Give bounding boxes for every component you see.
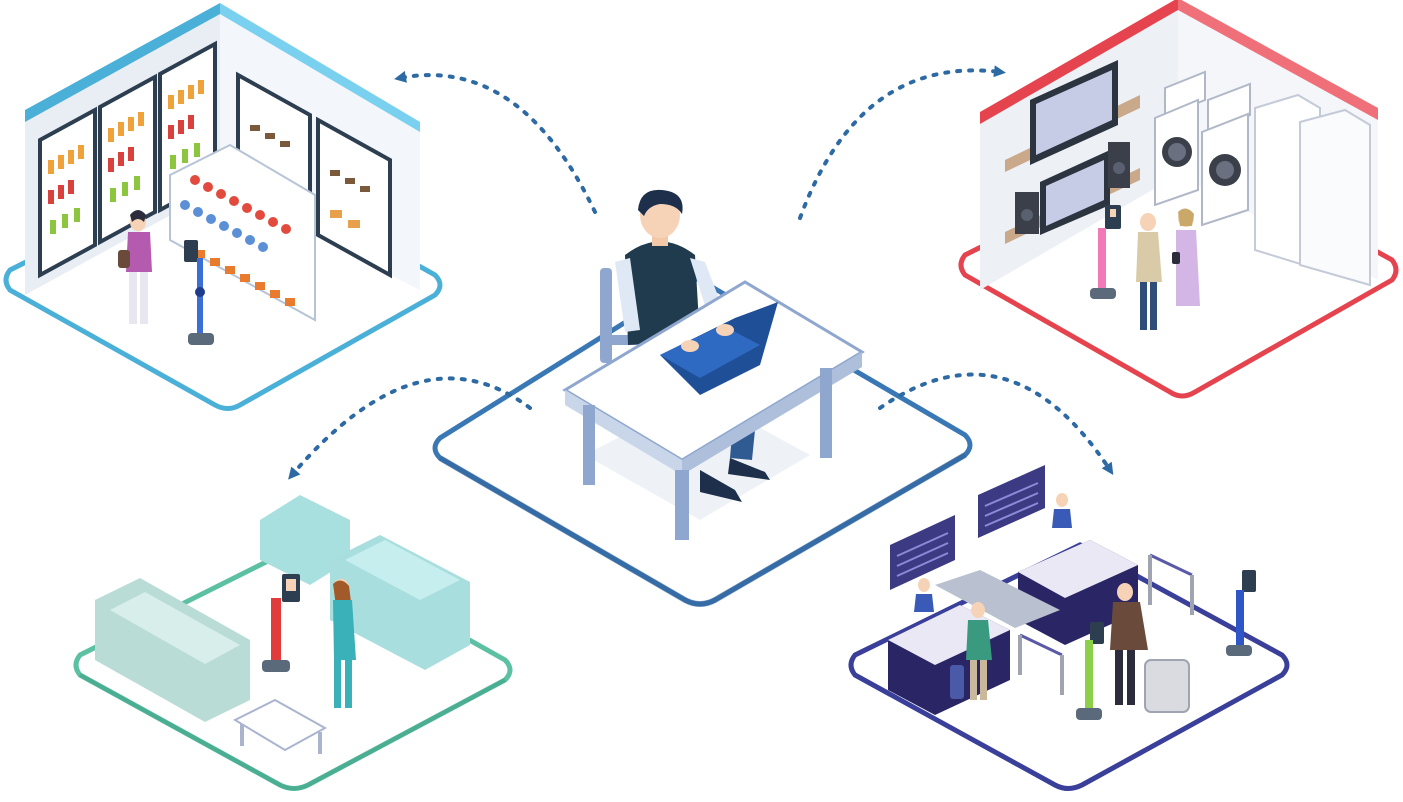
airport-node bbox=[848, 465, 1290, 791]
airport-checkin-icon bbox=[888, 465, 1256, 720]
connections bbox=[288, 65, 1114, 480]
telepresence-robot-icon bbox=[1076, 622, 1104, 720]
telepresence-robot-icon bbox=[262, 574, 300, 672]
lounge-icon bbox=[95, 495, 470, 754]
arrow-to-lounge bbox=[288, 376, 532, 480]
center-node bbox=[432, 189, 973, 607]
electronics-store-icon bbox=[1005, 60, 1371, 330]
arrow-to-electronics bbox=[798, 65, 1006, 220]
arrow-to-retail bbox=[394, 70, 597, 214]
remote-operator-icon bbox=[562, 189, 865, 540]
telepresence-robot-icon bbox=[1226, 570, 1256, 656]
telepresence-robot-icon bbox=[1090, 205, 1121, 299]
telepresence-robot-icon bbox=[184, 240, 214, 345]
arrow-to-airport bbox=[878, 372, 1114, 476]
retail-node bbox=[3, 3, 443, 411]
lounge-node bbox=[73, 495, 513, 791]
electronics-node bbox=[958, 0, 1399, 399]
grocery-store-icon bbox=[38, 40, 392, 345]
